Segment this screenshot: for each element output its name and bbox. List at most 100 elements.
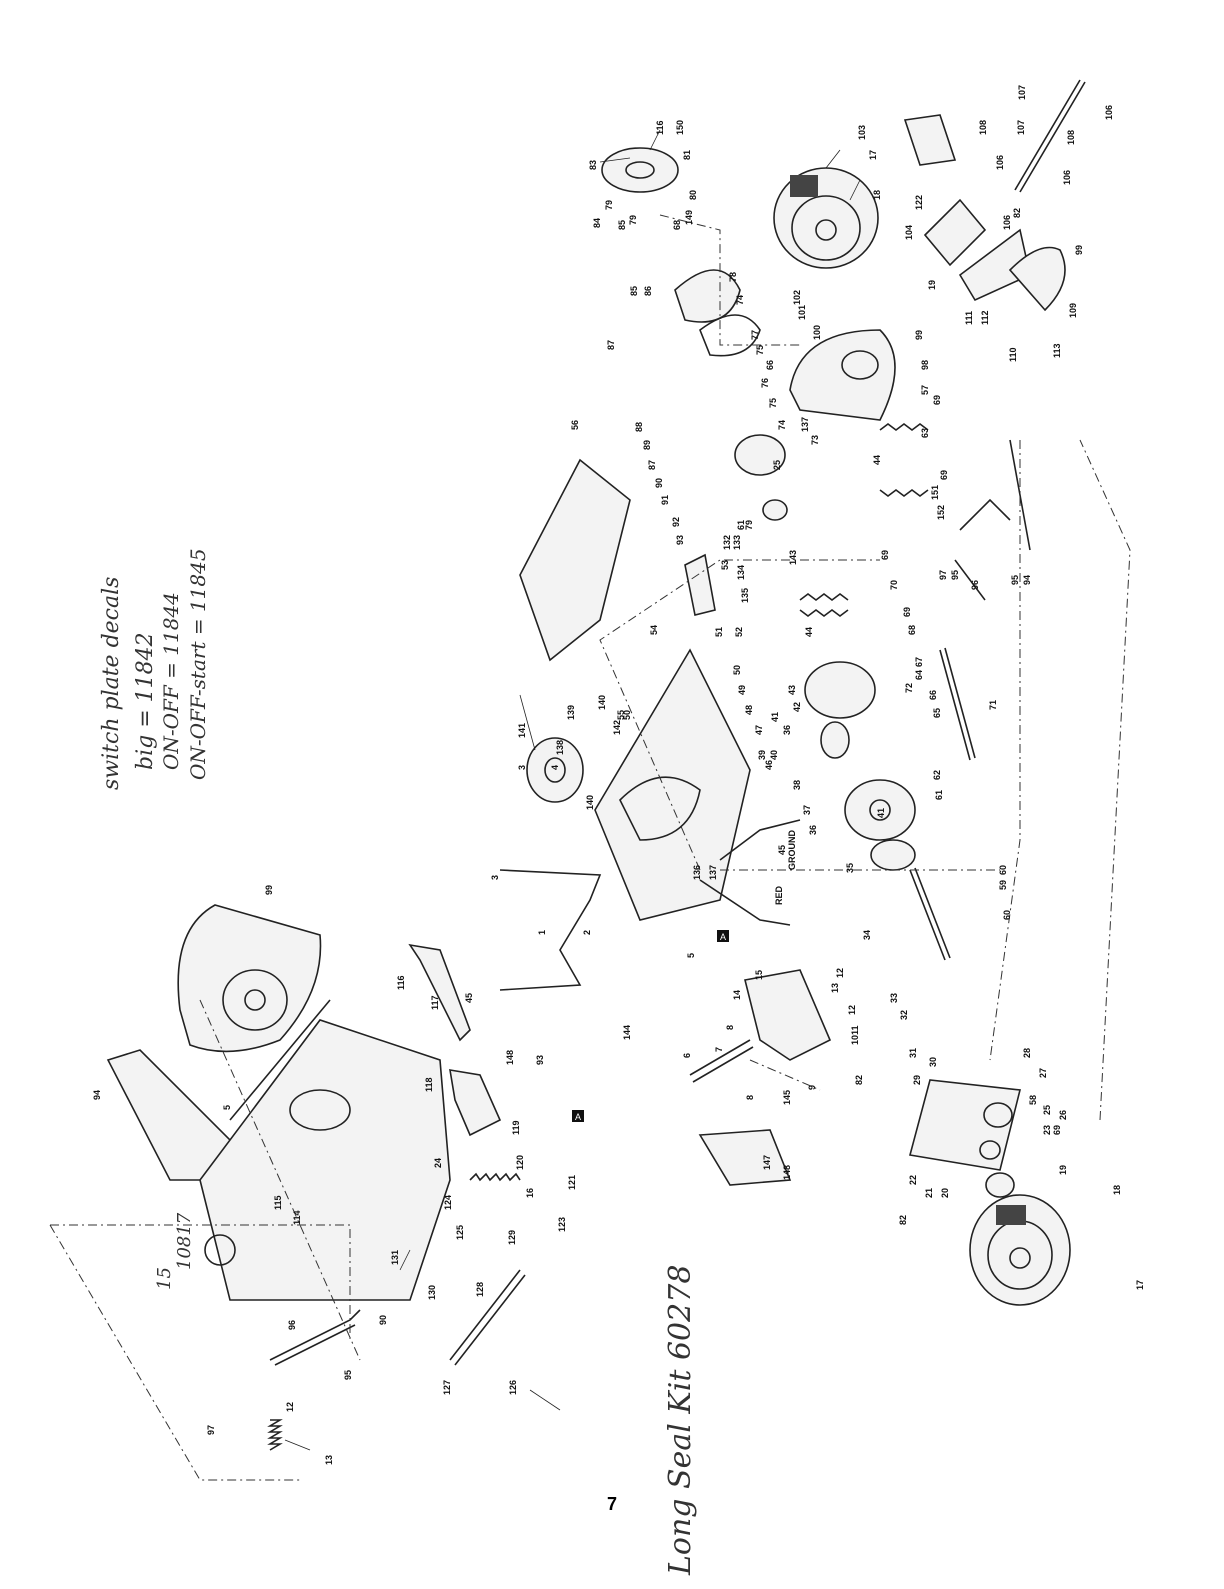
callout: 147: [762, 1155, 772, 1170]
callout: 53: [720, 560, 730, 570]
callout: 36: [808, 825, 818, 835]
callout: 136: [692, 865, 702, 880]
callout: 141: [517, 723, 527, 738]
gear-65: [820, 721, 850, 759]
callout: 149: [684, 210, 694, 225]
callout: 137: [800, 417, 810, 432]
callout: 119: [511, 1120, 521, 1135]
callout: 129: [507, 1230, 517, 1245]
callout: 126: [508, 1380, 518, 1395]
callout: 67: [914, 657, 924, 667]
callout: 31: [908, 1048, 918, 1058]
callout: 17: [1135, 1280, 1145, 1290]
callout: 101: [797, 305, 807, 320]
callout: 19: [1058, 1165, 1068, 1175]
callout: 128: [475, 1282, 485, 1297]
callout: 3: [490, 875, 500, 880]
callout: 79: [744, 520, 754, 530]
callout: 115: [273, 1195, 283, 1210]
callout: 52: [734, 627, 744, 637]
callout: 49: [737, 685, 747, 695]
callout: 72: [904, 683, 914, 693]
svg-text:A: A: [720, 932, 726, 942]
callout: 144: [622, 1025, 632, 1040]
note-15: 15: [154, 1267, 175, 1290]
callout: 94: [1022, 575, 1032, 585]
callout: 85: [629, 286, 639, 296]
callout: 87: [647, 460, 657, 470]
callout: 57: [920, 385, 930, 395]
callout: 121: [567, 1175, 577, 1190]
callout: 47: [754, 725, 764, 735]
callout: 56: [570, 420, 580, 430]
callout: 148: [505, 1050, 515, 1065]
callout: 41: [770, 712, 780, 722]
callout: 19: [927, 280, 937, 290]
callout: 97: [938, 570, 948, 580]
gear-35: [870, 839, 916, 871]
callout: 25: [1042, 1105, 1052, 1115]
callout: 104: [904, 225, 914, 240]
callout: 39: [757, 750, 767, 760]
chassis-group: [49, 904, 526, 1481]
housing-67: [804, 661, 876, 719]
callout: 69: [902, 607, 912, 617]
callout: 99: [1074, 245, 1084, 255]
callout: 68: [672, 220, 682, 230]
callout: 20: [940, 1188, 950, 1198]
callout: 69: [880, 550, 890, 560]
callout: 29: [912, 1075, 922, 1085]
callout: 89: [642, 440, 652, 450]
callout: 62: [932, 770, 942, 780]
callout: 92: [671, 517, 681, 527]
hub-19: [985, 1172, 1015, 1198]
callout: 96: [287, 1320, 297, 1330]
callout: 127: [442, 1380, 452, 1395]
spring-13: [267, 1419, 283, 1451]
callout: 55: [616, 710, 626, 720]
callout: 69: [932, 395, 942, 405]
callout: 12: [835, 968, 845, 978]
callout: 152: [936, 505, 946, 520]
axle-34: [909, 869, 946, 961]
callout: 43: [787, 685, 797, 695]
boot-70: [799, 593, 849, 617]
pulley-81: [601, 147, 679, 193]
callout: 82: [898, 1215, 908, 1225]
control-bracket: [744, 969, 832, 1061]
callout: 13: [324, 1455, 334, 1465]
callout: 18: [872, 190, 882, 200]
callout: 24: [433, 1158, 443, 1168]
callout: 130: [427, 1285, 437, 1300]
callout: 94: [92, 1090, 102, 1100]
callout: 133: [732, 535, 742, 550]
callout: 58: [1028, 1095, 1038, 1105]
callout: 107: [1017, 85, 1027, 100]
callout: 108: [978, 120, 988, 135]
callout: 148: [782, 1165, 792, 1180]
callout: 116: [655, 120, 665, 135]
callout: 85: [617, 220, 627, 230]
callout: 12: [285, 1402, 295, 1412]
callout: 13: [830, 983, 840, 993]
callout: 3: [517, 765, 527, 770]
callout: 84: [592, 218, 602, 228]
callout: 82: [1012, 208, 1022, 218]
note-10817: 10817: [174, 1212, 195, 1270]
callout: 108: [1066, 130, 1076, 145]
callout: 48: [744, 705, 754, 715]
callout: 87: [606, 340, 616, 350]
switch-decal-title: switch plate decals: [99, 577, 124, 790]
callout: 135: [740, 588, 750, 603]
callout: 15: [754, 970, 764, 980]
callout: 64: [914, 670, 924, 680]
callout-numbers: 83 116 150 81 79 80 149 84 85 79 68 85 8…: [92, 85, 1145, 1465]
callout: 34: [862, 930, 872, 940]
callout: 60: [1002, 910, 1012, 920]
callout: 97: [206, 1425, 216, 1435]
callout: 138: [555, 740, 565, 755]
callout: 25: [772, 460, 782, 470]
callout: 41: [876, 808, 886, 818]
handle-rod-1-2: [499, 869, 602, 991]
